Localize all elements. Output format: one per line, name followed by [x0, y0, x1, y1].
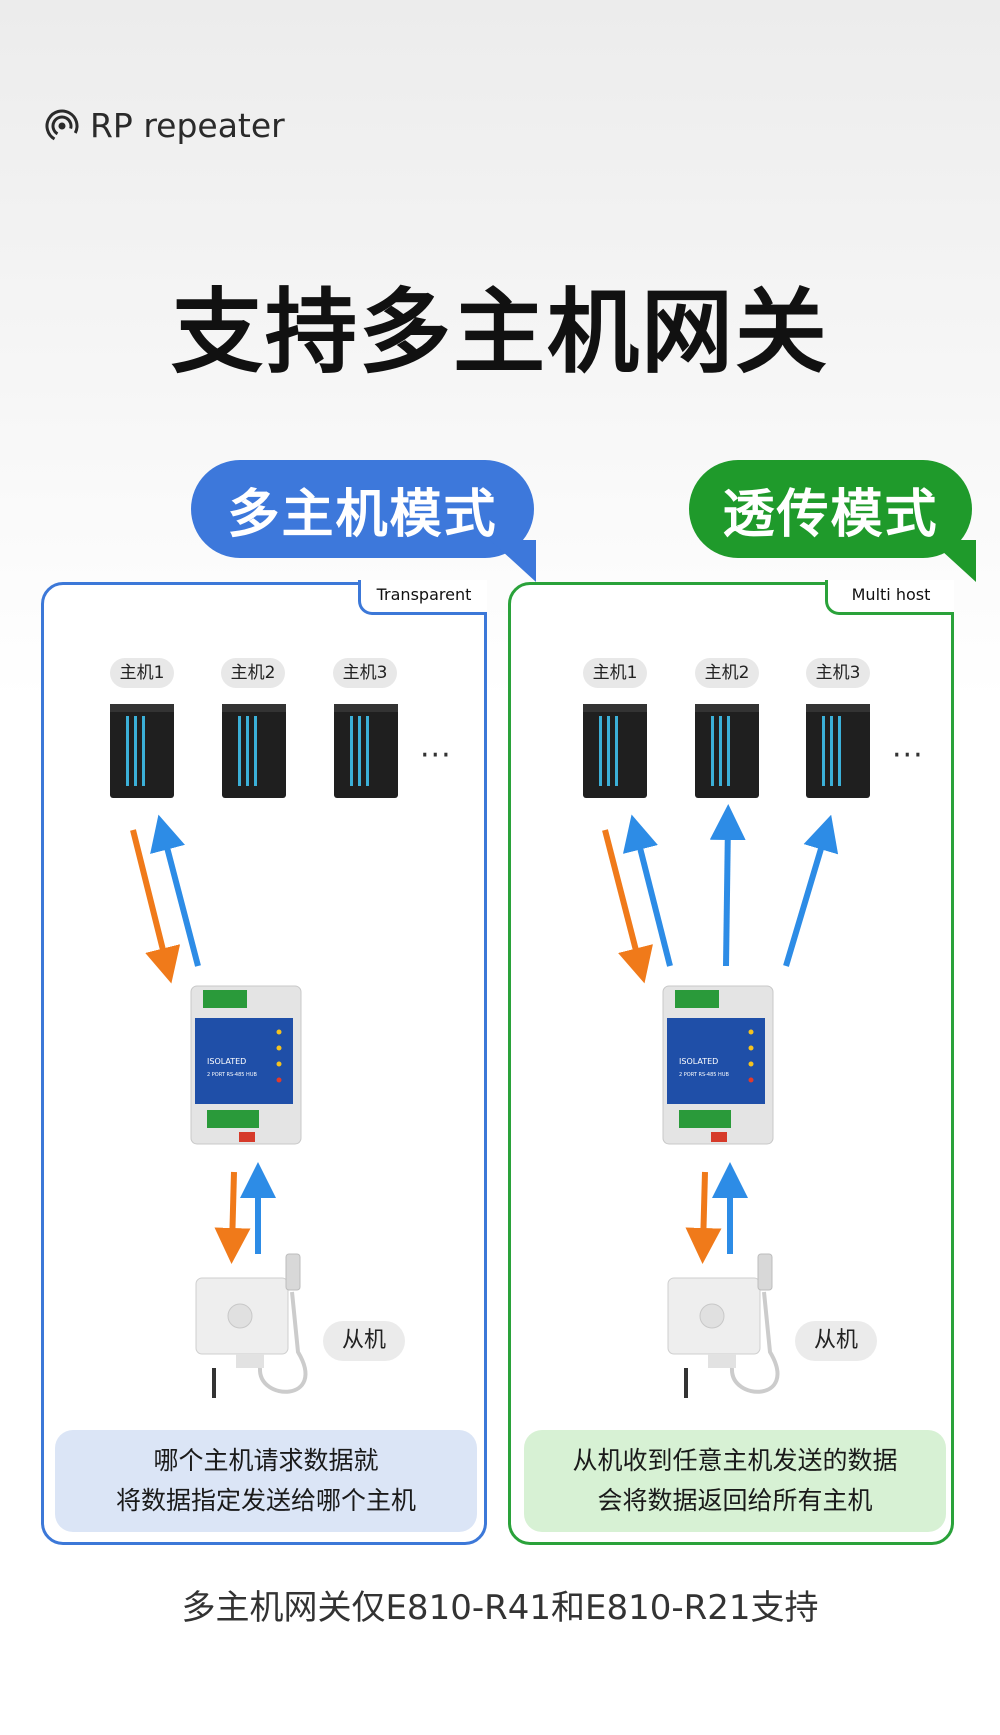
- host-label: 主机3: [333, 658, 397, 688]
- more-hosts-ellipsis: ···: [420, 738, 452, 773]
- host-label: 主机1: [110, 658, 174, 688]
- page-title: 支持多主机网关: [170, 279, 829, 386]
- host-label: 主机2: [695, 658, 759, 688]
- device-label: ISOLATED: [679, 1057, 718, 1066]
- bubble-tail: [930, 540, 976, 582]
- host-computer-icon: [334, 704, 398, 798]
- footnote: 多主机网关仅E810-R41和E810-R21支持: [181, 1588, 819, 1628]
- panel-tab: Multi host: [825, 580, 954, 615]
- device-sublabel: 2 PORT RS-485 HUB: [679, 1072, 729, 1078]
- transparent-description: 从机收到任意主机发送的数据 会将数据返回给所有主机: [524, 1430, 946, 1532]
- description-line: 将数据指定发送给哪个主机: [115, 1486, 416, 1515]
- brand: RP repeater: [44, 106, 285, 145]
- device-label: ISOLATED: [207, 1057, 246, 1066]
- host-computer-icon: [583, 704, 647, 798]
- request-arrow: [214, 1171, 251, 1264]
- description-line: 哪个主机请求数据就: [153, 1446, 379, 1475]
- response-arrow: [150, 814, 201, 967]
- slave-label: 从机: [795, 1321, 877, 1361]
- host-computer-icon: [110, 704, 174, 798]
- rs485-hub-device: ISOLATED 2 PORT RS-485 HUB: [190, 985, 302, 1145]
- response-arrow: [622, 814, 673, 967]
- panel-tab: Transparent: [358, 580, 487, 615]
- multi-host-description: 哪个主机请求数据就 将数据指定发送给哪个主机: [55, 1430, 477, 1532]
- response-arrow: [709, 804, 746, 967]
- host-computer-icon: [806, 704, 870, 798]
- more-hosts-ellipsis: ···: [892, 738, 924, 773]
- description-line: 从机收到任意主机发送的数据: [572, 1446, 898, 1475]
- brand-name: RP repeater: [90, 106, 285, 145]
- rs485-hub-device: ISOLATED 2 PORT RS-485 HUB: [662, 985, 774, 1145]
- request-arrow: [685, 1171, 722, 1264]
- host-label: 主机1: [583, 658, 647, 688]
- description-line: 会将数据返回给所有主机: [597, 1486, 873, 1515]
- slave-sensor-device: [667, 1253, 780, 1398]
- signal-icon: [45, 109, 79, 142]
- request-arrow: [602, 829, 653, 984]
- request-arrow: [130, 829, 181, 984]
- host-computer-icon: [695, 704, 759, 798]
- bubble-tail: [490, 540, 536, 582]
- device-sublabel: 2 PORT RS-485 HUB: [207, 1072, 257, 1078]
- host-label: 主机3: [806, 658, 870, 688]
- host-computer-icon: [222, 704, 286, 798]
- transparent-mode-bubble: 透传模式: [689, 460, 972, 558]
- response-arrow: [783, 814, 839, 967]
- multi-host-mode-bubble: 多主机模式: [191, 460, 534, 558]
- host-label: 主机2: [221, 658, 285, 688]
- slave-label: 从机: [323, 1321, 405, 1361]
- slave-sensor-device: [195, 1253, 308, 1398]
